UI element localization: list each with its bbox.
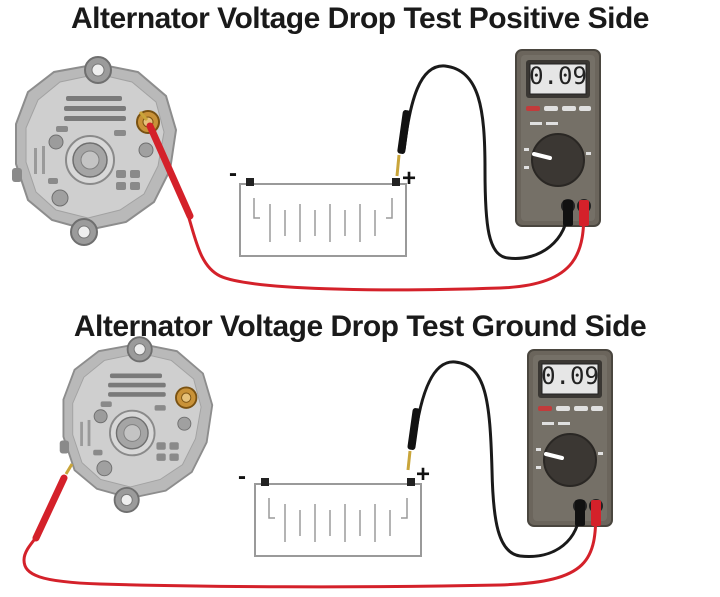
battery-icon — [254, 477, 422, 557]
title-ground-side: Alternator Voltage Drop Test Ground Side — [73, 310, 647, 343]
red-probe-plug — [579, 200, 589, 226]
battery-positive-label: + — [416, 461, 430, 488]
red-lead — [186, 207, 586, 292]
diagram-positive-side: - + 0.09 — [11, 48, 602, 292]
alternator-icon — [11, 56, 177, 246]
red-probe-tip — [64, 463, 74, 475]
black-probe — [397, 110, 411, 154]
black-lead — [412, 360, 582, 558]
black-lead — [402, 64, 570, 260]
battery-negative-label: - — [229, 160, 237, 187]
diagram-ground-side: - + 0.09 — [22, 336, 614, 589]
red-lead — [22, 507, 598, 589]
black-probe-tip — [406, 450, 412, 471]
black-probe-plug — [575, 500, 585, 526]
battery-icon — [239, 177, 407, 257]
title-positive-side: Alternator Voltage Drop Test Positive Si… — [70, 2, 650, 35]
black-probe-tip — [395, 154, 401, 177]
meter-display-reading: 0.09 — [529, 62, 587, 90]
red-probe-plug — [591, 500, 601, 526]
red-probe-tip — [138, 111, 149, 121]
black-probe — [407, 408, 421, 450]
red-probe — [146, 122, 194, 220]
battery-negative-label: - — [238, 463, 246, 490]
alternator-icon — [58, 336, 214, 513]
meter-display-reading: 0.09 — [541, 362, 599, 390]
battery-positive-label: + — [402, 165, 416, 192]
red-probe — [32, 474, 68, 542]
black-probe-plug — [563, 200, 573, 226]
